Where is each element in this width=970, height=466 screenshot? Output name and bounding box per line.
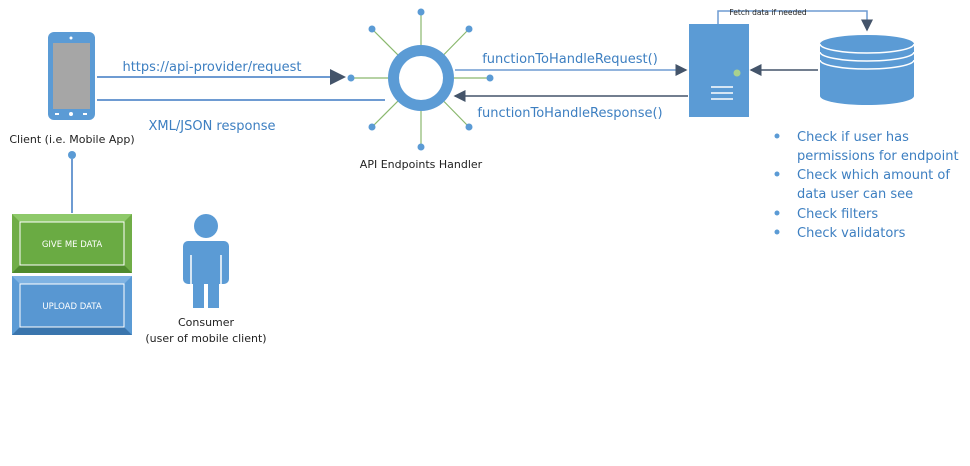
check-3-line1: Check filters — [797, 207, 878, 222]
buttons-to-client-arrow — [68, 151, 76, 213]
upload-data-button[interactable]: UPLOAD DATA — [12, 276, 132, 335]
handle-response-label: functionToHandleResponse() — [477, 106, 662, 121]
list-item: Check validators — [774, 226, 906, 241]
give-me-data-label: GIVE ME DATA — [42, 240, 102, 250]
checks-list: Check if user has permissions for endpoi… — [774, 130, 959, 241]
check-2-line2: data user can see — [797, 187, 913, 202]
server-icon — [689, 24, 749, 117]
hub-icon — [347, 8, 494, 151]
api-handler-label: API Endpoints Handler — [360, 158, 483, 171]
consumer-label-line2: (user of mobile client) — [145, 332, 266, 345]
fetch-data-arrow — [717, 10, 873, 32]
client-label: Client (i.e. Mobile App) — [9, 133, 134, 146]
response-label: XML/JSON response — [149, 119, 276, 134]
request-url-label: https://api-provider/request — [122, 60, 301, 75]
mobile-phone-icon — [48, 32, 95, 120]
consumer-label-line1: Consumer — [178, 316, 235, 329]
upload-data-label: UPLOAD DATA — [42, 302, 101, 312]
handle-request-label: functionToHandleRequest() — [482, 52, 658, 67]
database-icon — [819, 35, 915, 105]
fetch-data-label: Fetch data if needed — [729, 8, 806, 17]
person-icon — [183, 214, 229, 308]
check-2-line1: Check which amount of — [797, 168, 950, 183]
list-item: Check if user has permissions for endpoi… — [774, 130, 959, 164]
check-4-line1: Check validators — [797, 226, 906, 241]
check-1-line2: permissions for endpoint — [797, 149, 959, 164]
list-item: Check which amount of data user can see — [774, 168, 950, 202]
list-item: Check filters — [774, 207, 878, 222]
give-me-data-button[interactable]: GIVE ME DATA — [12, 214, 132, 273]
check-1-line1: Check if user has — [797, 130, 909, 145]
